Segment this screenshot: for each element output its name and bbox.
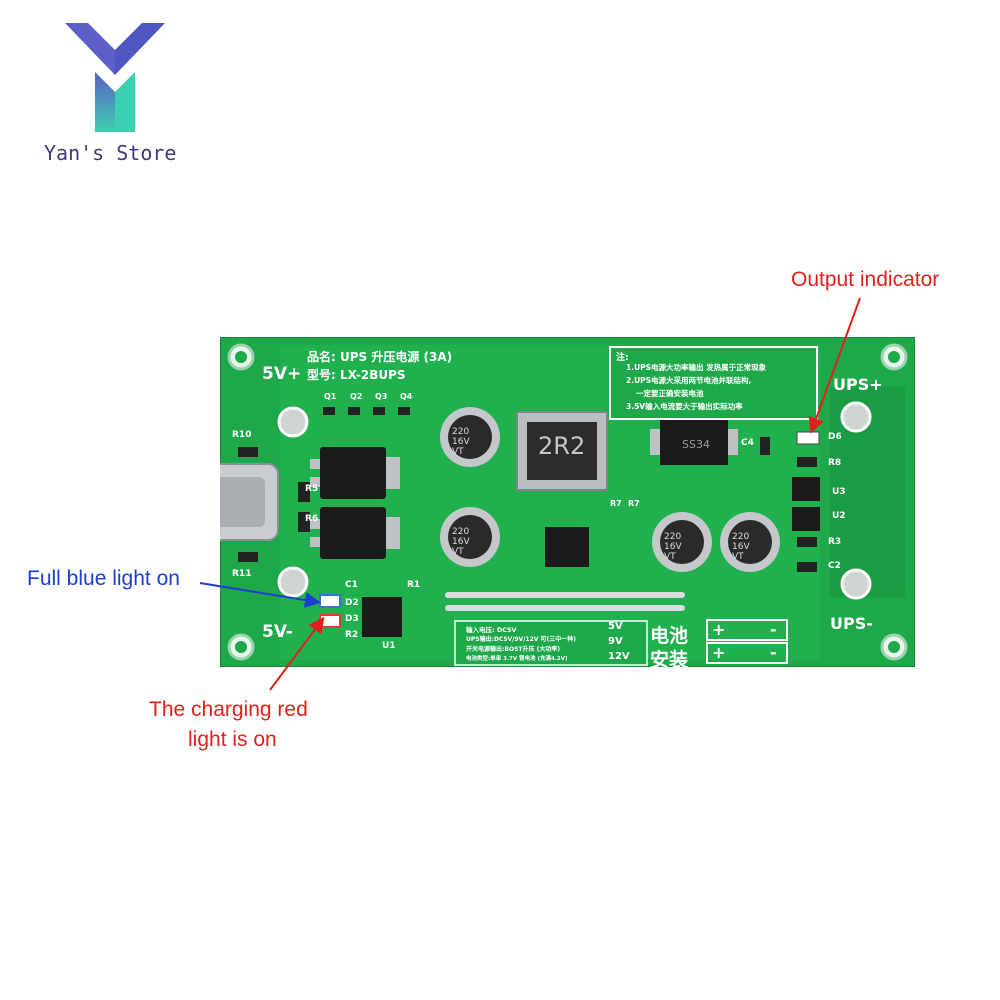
ref-r1: R1 [407,580,421,590]
voltage-option-9v: 9V [608,636,623,647]
capacitor-group [440,407,780,572]
charging-red-label-line1: The charging red [149,698,308,721]
spec-line-4: 电池类型:单串 3.7V 锂电池 (充满4.2V) [466,656,568,662]
diode-code: SS34 [682,438,710,451]
ref-r8: R8 [828,458,842,468]
charging-red-label-line2: light is on [188,728,277,751]
product-name: 品名: UPS 升压电源 (3A) [307,350,453,364]
ref-d2: D2 [345,598,359,608]
ref-r2: R2 [345,630,359,640]
full-blue-light-label: Full blue light on [27,567,180,590]
terminal-5v-minus: 5V- [262,622,293,642]
notes-title: 注: [616,353,629,363]
ref-d3: D3 [345,614,359,624]
note-line-3: 一定要正确安装电池 [636,389,704,398]
model-number: 型号: LX-2BUPS [307,368,406,382]
inductor-code: 2R2 [538,432,586,460]
ref-r11: R11 [232,569,252,579]
battery-plus-1: + [712,620,726,639]
ref-r5: R5 [305,484,319,494]
note-line-2: 2.UPS电源大采用两节电池并联结构, [626,376,752,385]
ref-u2: U2 [832,511,846,521]
ref-r10: R10 [232,430,252,440]
ref-c1: C1 [345,580,358,590]
battery-plus-2: + [712,643,726,662]
terminal-ups-plus: UPS+ [833,375,883,394]
ref-r7a: R7 [610,499,622,508]
spec-line-1: 输入电压: DC5V [466,626,517,634]
ref-u3: U3 [832,487,846,497]
ups-pcb-board [220,337,915,667]
store-name: Yan's Store [44,141,177,165]
battery-minus-1: - [770,620,777,639]
ref-q1: Q1 [324,392,337,401]
battery-minus-2: - [770,643,777,662]
ref-r7b: R7 [628,499,640,508]
ref-u1: U1 [382,641,396,651]
ref-q4: Q4 [400,392,413,401]
ref-q3: Q3 [375,392,388,401]
voltage-option-12v: 12V [608,651,630,662]
terminal-ups-minus: UPS- [830,614,873,633]
ref-c2: C2 [828,561,841,571]
ref-r3: R3 [828,537,842,547]
terminal-5v-plus: 5V+ [262,364,302,384]
ref-c4: C4 [741,438,754,448]
ref-q2: Q2 [350,392,363,401]
ref-d6: D6 [828,432,842,442]
output-indicator-label: Output indicator [791,268,940,291]
ref-r6: R6 [305,514,319,524]
note-line-1: 1.UPS电源大功率输出 发热属于正常现象 [626,363,767,372]
battery-label-2: 安装 [650,649,689,671]
spec-line-2: UPS输出:DC5V/9V/12V 可(三中一种) [466,636,576,643]
battery-label-1: 电池 [650,625,689,647]
store-logo-icon [65,23,165,132]
note-line-4: 3.5V输入电流要大于输出实际功率 [626,402,743,411]
spec-line-3: 开关电源输出:BOST升压 (大功率) [466,646,561,653]
voltage-option-5v: 5V [608,621,623,632]
